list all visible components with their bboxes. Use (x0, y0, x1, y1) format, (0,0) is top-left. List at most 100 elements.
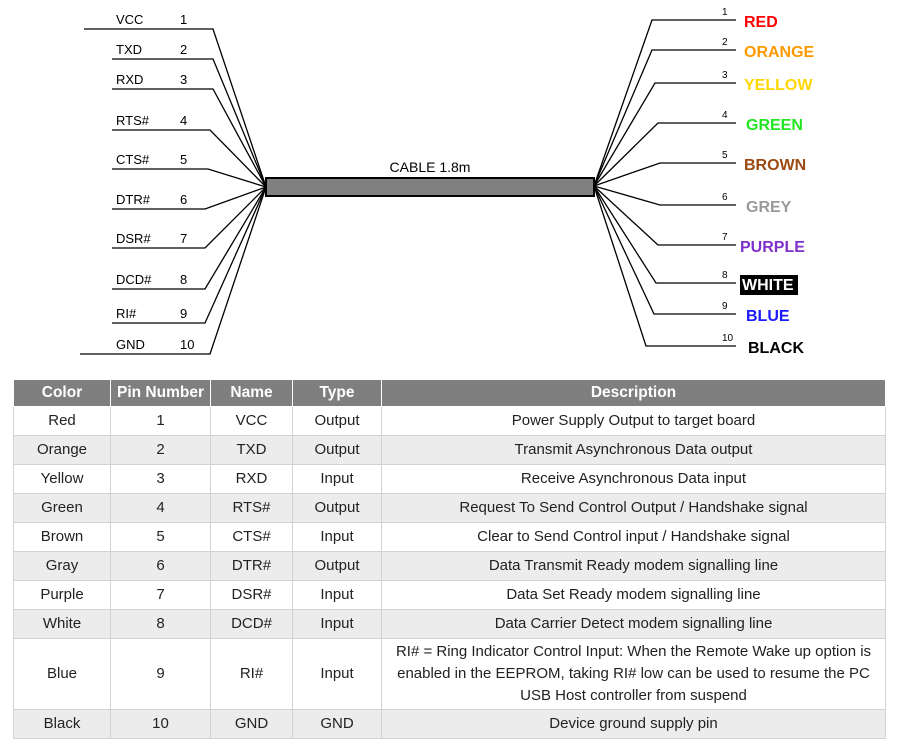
cell-pin-number: 4 (110, 493, 211, 523)
cell-name: RI# (210, 638, 293, 710)
pinout-table: Color Pin Number Name Type Description R… (13, 379, 886, 739)
left-pin-number: 3 (180, 72, 187, 87)
header-color: Color (13, 379, 111, 407)
cell-pin-number: 8 (110, 609, 211, 639)
left-pin-name: DCD# (116, 272, 152, 287)
right-wire-line (593, 185, 736, 347)
right-wire-line (593, 185, 736, 284)
wire-color-label: YELLOW (744, 77, 813, 94)
right-wire-number: 3 (722, 70, 728, 81)
header-name: Name (210, 379, 293, 407)
header-type: Type (292, 379, 382, 407)
cell-name: RXD (210, 464, 293, 494)
cell-name: GND (210, 709, 293, 739)
left-pin-number: 2 (180, 42, 187, 57)
wire-color-label: PURPLE (740, 239, 805, 256)
right-wire-number: 5 (722, 150, 728, 161)
right-wire-number: 6 (722, 192, 728, 203)
wire-color-label: BLACK (748, 340, 804, 357)
left-pin-name: CTS# (116, 152, 150, 167)
left-wire-line (112, 88, 267, 188)
cell-pin-number: 10 (110, 709, 211, 739)
left-pin-name: RXD (116, 72, 143, 87)
cell-color: Brown (13, 522, 111, 552)
left-wire-line (112, 58, 267, 188)
cell-pin-number: 3 (110, 464, 211, 494)
wire-color-label: BLUE (746, 308, 790, 325)
wire-label-highlight (740, 275, 798, 295)
right-wire-group: 1RED2ORANGE3YELLOW4GREEN5BROWN6GREY7PURP… (593, 7, 815, 357)
cell-type: Input (292, 464, 382, 494)
right-wire-line (593, 122, 736, 187)
right-wire-number: 9 (722, 301, 728, 312)
left-pin-number: 1 (180, 12, 187, 27)
right-wire-line (593, 185, 736, 246)
left-wire-line (112, 168, 267, 188)
cell-name: TXD (210, 435, 293, 465)
right-wire-number: 1 (722, 7, 728, 18)
cell-description: Clear to Send Control input / Handshake … (381, 522, 886, 552)
cell-description: Transmit Asynchronous Data output (381, 435, 886, 465)
cell-color: Gray (13, 551, 111, 581)
header-description: Description (381, 379, 886, 407)
cell-pin-number: 5 (110, 522, 211, 552)
left-wire-line (112, 186, 267, 324)
cell-pin-number: 2 (110, 435, 211, 465)
left-wire-line (84, 28, 267, 188)
left-pin-name: RTS# (116, 113, 150, 128)
cell-color: Green (13, 493, 111, 523)
cell-name: DTR# (210, 551, 293, 581)
left-wire-line (80, 186, 267, 355)
right-wire-line (593, 82, 736, 187)
left-pin-number: 10 (180, 337, 194, 352)
right-wire-number: 2 (722, 37, 728, 48)
cell-pin-number: 7 (110, 580, 211, 610)
right-wire-number: 8 (722, 270, 728, 281)
left-pin-name: DSR# (116, 231, 151, 246)
cell-color: Purple (13, 580, 111, 610)
left-pin-number: 4 (180, 113, 187, 128)
cell-description: Device ground supply pin (381, 709, 886, 739)
header-pin-number: Pin Number (110, 379, 211, 407)
left-pin-name: DTR# (116, 192, 151, 207)
right-wire-line (593, 19, 736, 187)
cell-name: DSR# (210, 580, 293, 610)
cell-description: RI# = Ring Indicator Control Input: When… (381, 638, 886, 710)
cell-type: Input (292, 580, 382, 610)
cell-type: Output (292, 435, 382, 465)
cell-description: Request To Send Control Output / Handsha… (381, 493, 886, 523)
left-pin-name: VCC (116, 12, 143, 27)
right-wire-number: 4 (722, 110, 728, 121)
left-pin-number: 7 (180, 231, 187, 246)
left-pin-name: GND (116, 337, 145, 352)
cell-color: Red (13, 406, 111, 436)
cell-name: DCD# (210, 609, 293, 639)
cell-description: Receive Asynchronous Data input (381, 464, 886, 494)
left-pin-number: 6 (180, 192, 187, 207)
right-wire-line (593, 185, 736, 315)
right-wire-line (593, 49, 736, 187)
left-wire-line (112, 186, 267, 210)
wire-color-label: GREY (746, 199, 792, 216)
cell-type: Output (292, 493, 382, 523)
cable-body (265, 177, 595, 197)
cell-type: Input (292, 638, 382, 710)
table-header-row: Color Pin Number Name Type Description (13, 379, 886, 407)
cell-color: Yellow (13, 464, 111, 494)
cell-color: White (13, 609, 111, 639)
cable-label: CABLE 1.8m (390, 159, 471, 175)
cell-type: GND (292, 709, 382, 739)
cell-type: Output (292, 406, 382, 436)
left-pin-number: 8 (180, 272, 187, 287)
cell-color: Orange (13, 435, 111, 465)
left-pin-name: RI# (116, 306, 137, 321)
left-pin-number: 9 (180, 306, 187, 321)
